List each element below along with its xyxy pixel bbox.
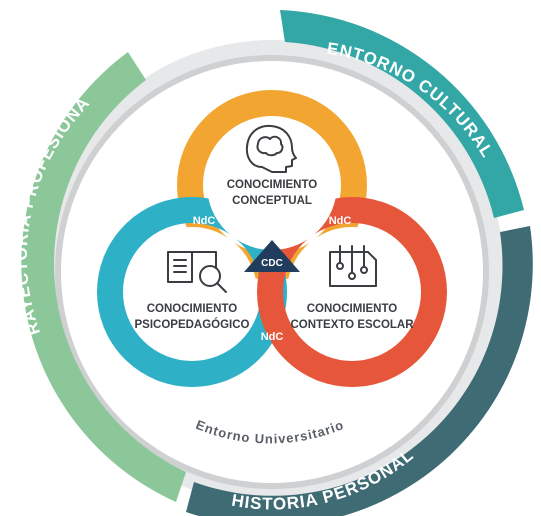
contexto-title-line2: CONTEXTO ESCOLAR <box>290 319 414 331</box>
contexto-ring <box>257 197 447 387</box>
ndc-right-label: NdC <box>329 215 352 227</box>
ndc-bottom-label: NdC <box>261 331 284 343</box>
psicopedagogico-title-line2: PSICOPEDAGÓGICO <box>134 318 249 331</box>
conceptual-title-line1: CONOCIMIENTO <box>227 179 318 191</box>
historia-personal-arc <box>186 226 533 516</box>
psicopedagogico-title-line1: CONOCIMIENTO <box>147 303 238 315</box>
ndc-left-label: NdC <box>193 215 216 227</box>
conceptual-disc <box>207 120 337 250</box>
head-brain-icon <box>245 124 297 173</box>
psicopedagogico-disc <box>127 227 257 357</box>
cdc-triangle <box>244 240 300 272</box>
circuit-document-icon <box>329 245 377 287</box>
book-magnifier-icon <box>167 251 227 293</box>
cdc-label: CDC <box>261 258 283 269</box>
conceptual-title-line2: CONCEPTUAL <box>232 195 312 207</box>
contexto-disc <box>287 227 417 357</box>
contexto-title-line1: CONOCIMIENTO <box>307 303 398 315</box>
trayectoria-profesional-arc <box>21 52 187 502</box>
entorno-cultural-arc <box>280 10 524 218</box>
